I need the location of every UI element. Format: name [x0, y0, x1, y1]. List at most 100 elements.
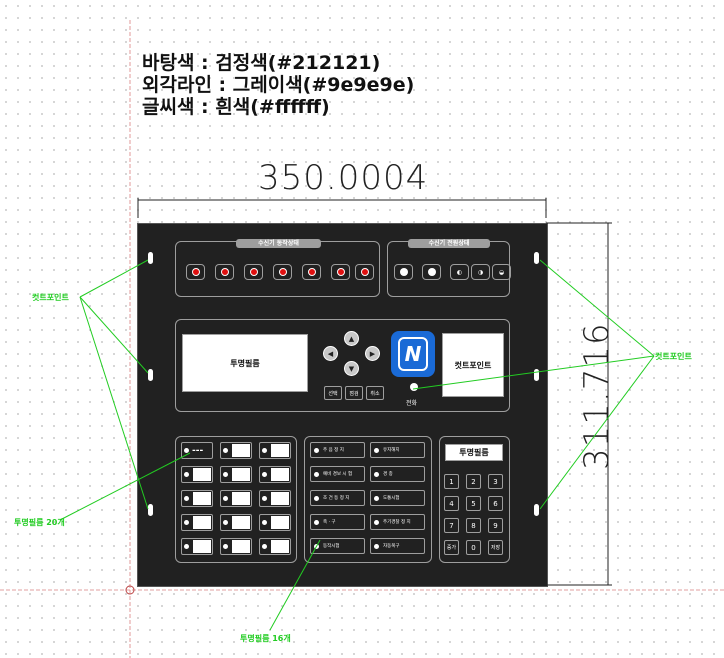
operation-button-7[interactable]: [355, 264, 374, 280]
zone-window-icon: [223, 544, 228, 549]
keypad-group: [439, 436, 510, 563]
switch-button[interactable]: 도통시험: [370, 490, 425, 506]
nav-up-button[interactable]: ▲: [344, 331, 359, 346]
operation-button-6[interactable]: [331, 264, 350, 280]
operation-led-4: [278, 268, 287, 276]
keypad-key[interactable]: 5: [466, 496, 481, 511]
keypad-key[interactable]: 1: [444, 474, 459, 489]
switch-button[interactable]: 조 건 등 정 지: [310, 490, 365, 506]
mount-hole: [148, 252, 153, 264]
zone-window-film: [232, 492, 250, 505]
zone-window-group: [175, 436, 297, 563]
operation-button-4[interactable]: [273, 264, 292, 280]
zone-window: ---: [181, 442, 213, 459]
switch-group: [304, 436, 432, 563]
keypad-key[interactable]: 3: [488, 474, 503, 489]
annotation-transparent-16: 투명필름 16개: [240, 634, 291, 643]
switch-button[interactable]: 예비 경보 시 험: [310, 466, 365, 482]
phone-jack[interactable]: [410, 383, 418, 391]
zone-window-icon: [184, 448, 189, 453]
zone-window-icon: [262, 496, 267, 501]
operation-button-5[interactable]: [302, 264, 321, 280]
zone-window-film: [271, 444, 289, 457]
switch-button[interactable]: 유지해지: [370, 442, 425, 458]
switch-button[interactable]: 자동복구: [370, 538, 425, 554]
annotation-cut-point-right: 컷트포인트: [655, 352, 692, 361]
keypad-display-film: 투명필름: [445, 444, 503, 461]
zone-window-icon: [223, 496, 228, 501]
zone-window-film: [193, 540, 211, 553]
zone-window-film: [232, 444, 250, 457]
nav-left-button[interactable]: ◀: [323, 346, 338, 361]
power-key-1[interactable]: ◐: [450, 264, 469, 280]
zone-window: [259, 466, 291, 483]
annotation-cut-point-left: 컷트포인트: [32, 293, 69, 302]
keypad-key[interactable]: 6: [488, 496, 503, 511]
zone-window: [259, 514, 291, 531]
zone-window: [220, 514, 252, 531]
annotation-leaders: [59, 259, 655, 631]
check-button[interactable]: 점검: [345, 386, 363, 400]
nav-right-button[interactable]: ▶: [365, 346, 380, 361]
operation-led-2: [220, 268, 229, 276]
brand-logo: N: [391, 331, 435, 377]
operation-button-1[interactable]: [186, 264, 205, 280]
zone-window: [181, 538, 213, 555]
power-status-group: 수신기 전원상태: [387, 239, 510, 297]
zone-window-film: [232, 540, 250, 553]
keypad-key[interactable]: 증가: [444, 540, 459, 555]
zone-window-film: [271, 468, 289, 481]
switch-button[interactable]: 주기경찰 정 지: [370, 514, 425, 530]
nav-down-button[interactable]: ▼: [344, 361, 359, 376]
power-key-3[interactable]: ◒: [492, 264, 511, 280]
switch-button[interactable]: 주 음 정 지: [310, 442, 365, 458]
keypad-key[interactable]: 8: [466, 518, 481, 533]
backup-power-led: [427, 268, 436, 276]
keypad-key[interactable]: 2: [466, 474, 481, 489]
operation-led-6: [336, 268, 345, 276]
lcd-display-film: 투명필름: [182, 334, 308, 392]
select-button[interactable]: 선택: [324, 386, 342, 400]
zone-window-icon: [223, 448, 228, 453]
zone-window-film: [232, 468, 250, 481]
switch-button[interactable]: 축 · 구: [310, 514, 365, 530]
zone-window: [259, 538, 291, 555]
origin-marker: [125, 585, 135, 595]
keypad-key[interactable]: 0: [466, 540, 481, 555]
phone-label: 전화: [406, 400, 418, 407]
note-text-color: 글씨색 : 흰색(#ffffff): [142, 96, 330, 118]
zone-window: [220, 466, 252, 483]
zone-window-film: [232, 516, 250, 529]
power-key-2[interactable]: ◑: [471, 264, 490, 280]
zone-window-icon: [262, 544, 267, 549]
cancel-button[interactable]: 취소: [366, 386, 384, 400]
operation-button-3[interactable]: [244, 264, 263, 280]
keypad-key[interactable]: 9: [488, 518, 503, 533]
ac-power-button[interactable]: [394, 264, 413, 280]
note-background-color: 바탕색 : 검정색(#212121): [142, 52, 381, 74]
mount-hole: [148, 504, 153, 516]
switch-button[interactable]: 경 종: [370, 466, 425, 482]
operation-button-2[interactable]: [215, 264, 234, 280]
zone-window-icon: [184, 520, 189, 525]
zone-window-film: [271, 516, 289, 529]
keypad-key[interactable]: 7: [444, 518, 459, 533]
zone-window: [181, 514, 213, 531]
annotation-transparent-20: 투명필름 20개: [14, 518, 65, 527]
cut-point-film: 컷트포인트: [442, 333, 504, 397]
fire-receiver-panel: 수신기 동작상태 수신기 전원상태 ◐ ◑ ◒ 투명필름 ▲ ◀ ▶ ▼ 선택 …: [137, 223, 548, 587]
operation-led-5: [307, 268, 316, 276]
zone-window-icon: [184, 496, 189, 501]
backup-power-button[interactable]: [422, 264, 441, 280]
note-outline-color: 외각라인 : 그레이색(#9e9e9e): [142, 74, 415, 96]
brand-logo-letter: N: [398, 337, 428, 371]
mount-hole: [148, 369, 153, 381]
zone-window-icon: [262, 472, 267, 477]
zone-window-film: [193, 468, 211, 481]
keypad-key[interactable]: 4: [444, 496, 459, 511]
keypad-key[interactable]: 저장: [488, 540, 503, 555]
width-dimension-label: 350.0004: [258, 158, 429, 198]
zone-window-icon: [223, 520, 228, 525]
operation-led-3: [249, 268, 258, 276]
